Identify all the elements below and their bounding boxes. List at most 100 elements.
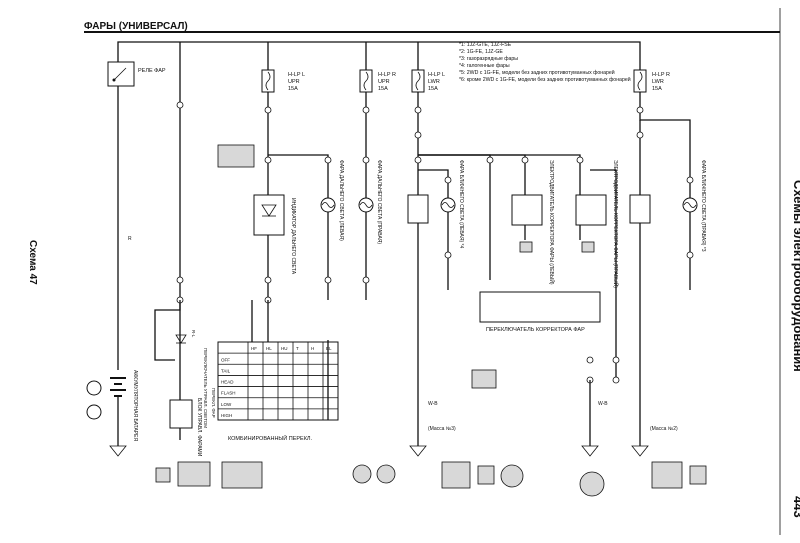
connector-icon [352, 464, 372, 484]
lwr-link-2 [418, 154, 526, 240]
wire-label-r: R [128, 236, 132, 242]
hb-right-lamp: ФАРА ДАЛЬНЕГО СВЕТА (ПРАВАЯ) [358, 160, 382, 244]
connector-icon [689, 465, 707, 485]
fuse-1-rating: 15A [288, 86, 298, 92]
fuse-1-sub: UPR [288, 79, 300, 85]
hb-left-wire [268, 154, 329, 300]
wire-label-rl: R-L [191, 330, 196, 338]
lwr-right-wire [639, 92, 691, 290]
lb-right-relay [629, 194, 651, 224]
wire-label-wb-2: W-B [428, 401, 438, 407]
diode-branch [154, 300, 181, 361]
note-1: *1: 1JZ-GTE, 1JZ-FSE [459, 42, 512, 48]
fuse-2-name: H-LP R [378, 72, 396, 78]
connector-icon [441, 461, 471, 489]
connector-icon [221, 461, 263, 489]
lb-right-lamp: ФАРА БЛИЖНЕГО СВЕТА (ПРАВАЯ) *3 [682, 160, 706, 252]
table-row-label: HIGH [221, 413, 232, 418]
table-row-label: HEAD [221, 380, 234, 385]
fuse-4-name: H-LP R [652, 72, 670, 78]
hi-beam-indicator: ИНДИКАТОР ДАЛЬНЕГО СВЕТА [253, 194, 296, 275]
corrector-left-motor: ЭЛЕКТРОДВИГАТЕЛЬ КОРРЕКТОРА ФАРЫ (ЛЕВЫЙ) [511, 160, 556, 285]
connector-icon [471, 369, 497, 389]
note-6: *6: кроме 2WD с 1G-FE, модели без задних… [459, 76, 631, 83]
fuse-hlp-r-upr: H-LP R UPR 15A [359, 69, 396, 93]
table-row-label: FLASH [221, 391, 236, 396]
table-row-label: LOW [221, 402, 232, 407]
relay-label: РЕЛЕ ФАР [138, 68, 166, 74]
connector-icon [376, 464, 396, 484]
lb-right-label: ФАРА БЛИЖНЕГО СВЕТА (ПРАВАЯ) *3 [700, 160, 706, 252]
corrector-right-feed [590, 169, 617, 380]
fuse-3-rating: 15A [428, 86, 438, 92]
table-col-header: HU [281, 346, 288, 351]
table-col-header: T [296, 346, 299, 351]
connector-icon [155, 467, 171, 483]
ground-left [109, 440, 127, 457]
ground-2: (Масса №2) [631, 420, 678, 457]
combo-switch-label: КОМБИНИРОВАННЫЙ ПЕРЕКЛ. [228, 434, 313, 442]
lwr-link-3 [418, 154, 581, 240]
ground-2-label: (Масса №2) [650, 426, 678, 432]
corrector-right-motor: ЭЛЕКТРОДВИГАТЕЛЬ КОРРЕКТОРА ФАРЫ (ПРАВЫЙ… [575, 160, 620, 288]
note-4: *4: галогенные фары [459, 63, 510, 69]
page-number: 443 [791, 496, 800, 518]
table-row-label: TAIL [221, 368, 231, 373]
fuse-3-name: H-LP L [428, 72, 445, 78]
scheme-label: Схема 47 [27, 240, 38, 285]
connector-pictograms [155, 144, 707, 497]
fuse-hlp-r-lwr: H-LP R LWR 15A [633, 69, 670, 93]
hb-left-lamp: ФАРА ДАЛЬНЕГО СВЕТА (ЛЕВАЯ) [320, 160, 344, 241]
fuse-4-sub: LWR [652, 79, 664, 85]
switch-position-label: ПЕРЕКЛ. ФАР [211, 388, 216, 418]
hi-beam-ind-label: ИНДИКАТОР ДАЛЬНЕГО СВЕТА [290, 198, 296, 275]
section-title: Схемы электрооборудования [791, 180, 800, 372]
fuse-2-sub: UPR [378, 79, 390, 85]
note-2: *2: 1G-FE, 1JZ-GE [459, 49, 503, 55]
battery: АККУМУЛЯТОРНАЯ БАТАРЕЯ [86, 370, 138, 441]
fuse-hlp-l-upr: H-LP L UPR 15A [261, 69, 305, 93]
notes-block: *1: 1JZ-GTE, 1JZ-FSE *2: 1G-FE, 1JZ-GE *… [459, 42, 631, 83]
connector-dots [176, 101, 694, 384]
lb-left-wire [418, 169, 449, 290]
table-col-header: HL [266, 346, 272, 351]
corrector-switch-label: ПЕРЕКЛЮЧАТЕЛЬ КОРРЕКТОРА ФАР [486, 327, 585, 333]
fuse-4-rating: 15A [652, 86, 662, 92]
lb-left-relay [407, 194, 429, 224]
connector-icon [581, 241, 595, 253]
light-switch-table: HF HL HU T H EL OFF TAIL HEAD FLASH LOW HIGH КОМБИН… [203, 341, 339, 442]
headlight-control-block: БЛОК УПРАВЛ. ФАРАМИ [169, 398, 202, 457]
fuse-hlp-l-lwr: H-LP L LWR 15A [411, 69, 445, 93]
hb-right-label: ФАРА ДАЛЬНЕГО СВЕТА (ПРАВАЯ) [376, 160, 382, 244]
block-label: БЛОК УПРАВЛ. ФАРАМИ [196, 398, 202, 457]
headlight-relay: РЕЛЕ ФАР [107, 61, 166, 87]
corrector-left-label: ЭЛЕКТРОДВИГАТЕЛЬ КОРРЕКТОРА ФАРЫ (ЛЕВЫЙ) [548, 160, 556, 285]
ground-3-label: (Масса №3) [428, 426, 456, 432]
connector-icon [579, 471, 605, 497]
corrector-right-label: ЭЛЕКТРОДВИГАТЕЛЬ КОРРЕКТОРА ФАРЫ (ПРАВЫЙ… [612, 160, 620, 288]
connector-icon [477, 465, 495, 485]
connector-icon [519, 241, 533, 253]
page-title: ФАРЫ (УНИВЕРСАЛ) [84, 21, 188, 32]
table-col-header: H [311, 346, 314, 351]
fuse-1-name: H-LP L [288, 72, 305, 78]
lb-left-label: ФАРА БЛИЖНЕГО СВЕТА (ЛЕВАЯ) *4 [458, 160, 464, 248]
corrector-switch: ПЕРЕКЛЮЧАТЕЛЬ КОРРЕКТОРА ФАР [479, 291, 601, 333]
table-col-header: EL [326, 346, 332, 351]
connector-icon [177, 461, 211, 487]
table-row-label: OFF [221, 357, 230, 362]
diode: R-L [175, 330, 196, 344]
connector-icon [500, 464, 524, 488]
fuse-3-sub: LWR [428, 79, 440, 85]
wire-label-wb: W-B [598, 401, 608, 407]
table-col-header: HF [251, 346, 257, 351]
note-5: *5: 2WD с 1G-FE, модели без задних проти… [459, 69, 615, 76]
connector-icon [217, 144, 255, 168]
note-3: *3: газоразрядные фары [459, 56, 518, 62]
ground-mid [581, 380, 599, 457]
lb-left-lamp: ФАРА БЛИЖНЕГО СВЕТА (ЛЕВАЯ) *4 [440, 160, 464, 248]
hb-left-label: ФАРА ДАЛЬНЕГО СВЕТА (ЛЕВАЯ) [338, 160, 344, 241]
ground-3: (Масса №3) [409, 420, 456, 457]
lwr-link-1 [418, 154, 491, 280]
